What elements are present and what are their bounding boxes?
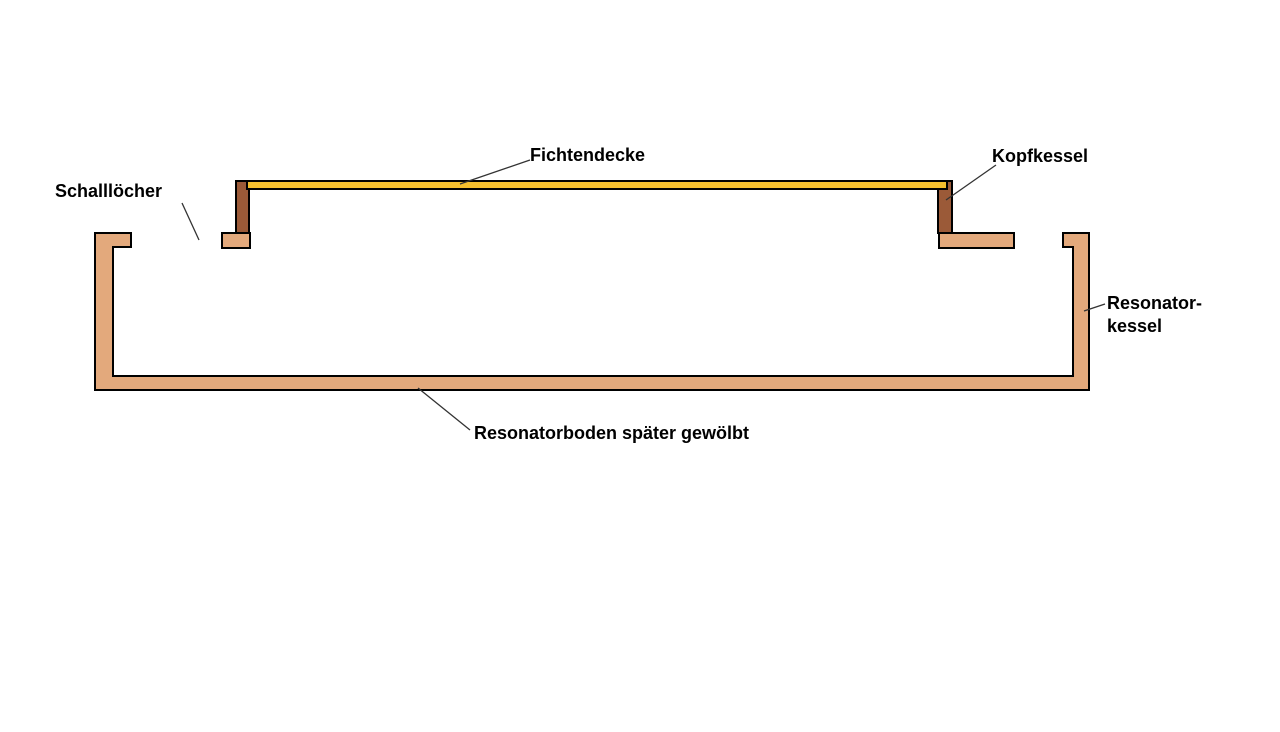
leader-line-kopfkessel: [945, 164, 997, 201]
leader-line-schalllocher: [181, 202, 200, 241]
label-fichtendecke: Fichtendecke: [530, 145, 645, 165]
label-kopfkessel: Kopfkessel: [992, 146, 1088, 166]
resonator-ledge-right: [938, 232, 1015, 249]
label-resonatorboden: Resonatorboden später gewölbt: [474, 423, 749, 443]
resonator-ledge-left: [221, 232, 251, 249]
label-resonatorkessel-line1: Resonator-: [1107, 293, 1202, 313]
leader-line-resonatorkessel: [1083, 303, 1106, 312]
leader-line-resonatorboden: [417, 387, 471, 431]
resonator-kessel-body: [94, 232, 1090, 391]
kopfkessel-wall-left: [235, 180, 250, 234]
label-schalllocher: Schalllöcher: [55, 181, 162, 201]
leader-line-fichtendecke: [459, 159, 531, 185]
label-resonatorkessel-line2: kessel: [1107, 316, 1162, 336]
fichtendecke-plate: [246, 180, 948, 190]
